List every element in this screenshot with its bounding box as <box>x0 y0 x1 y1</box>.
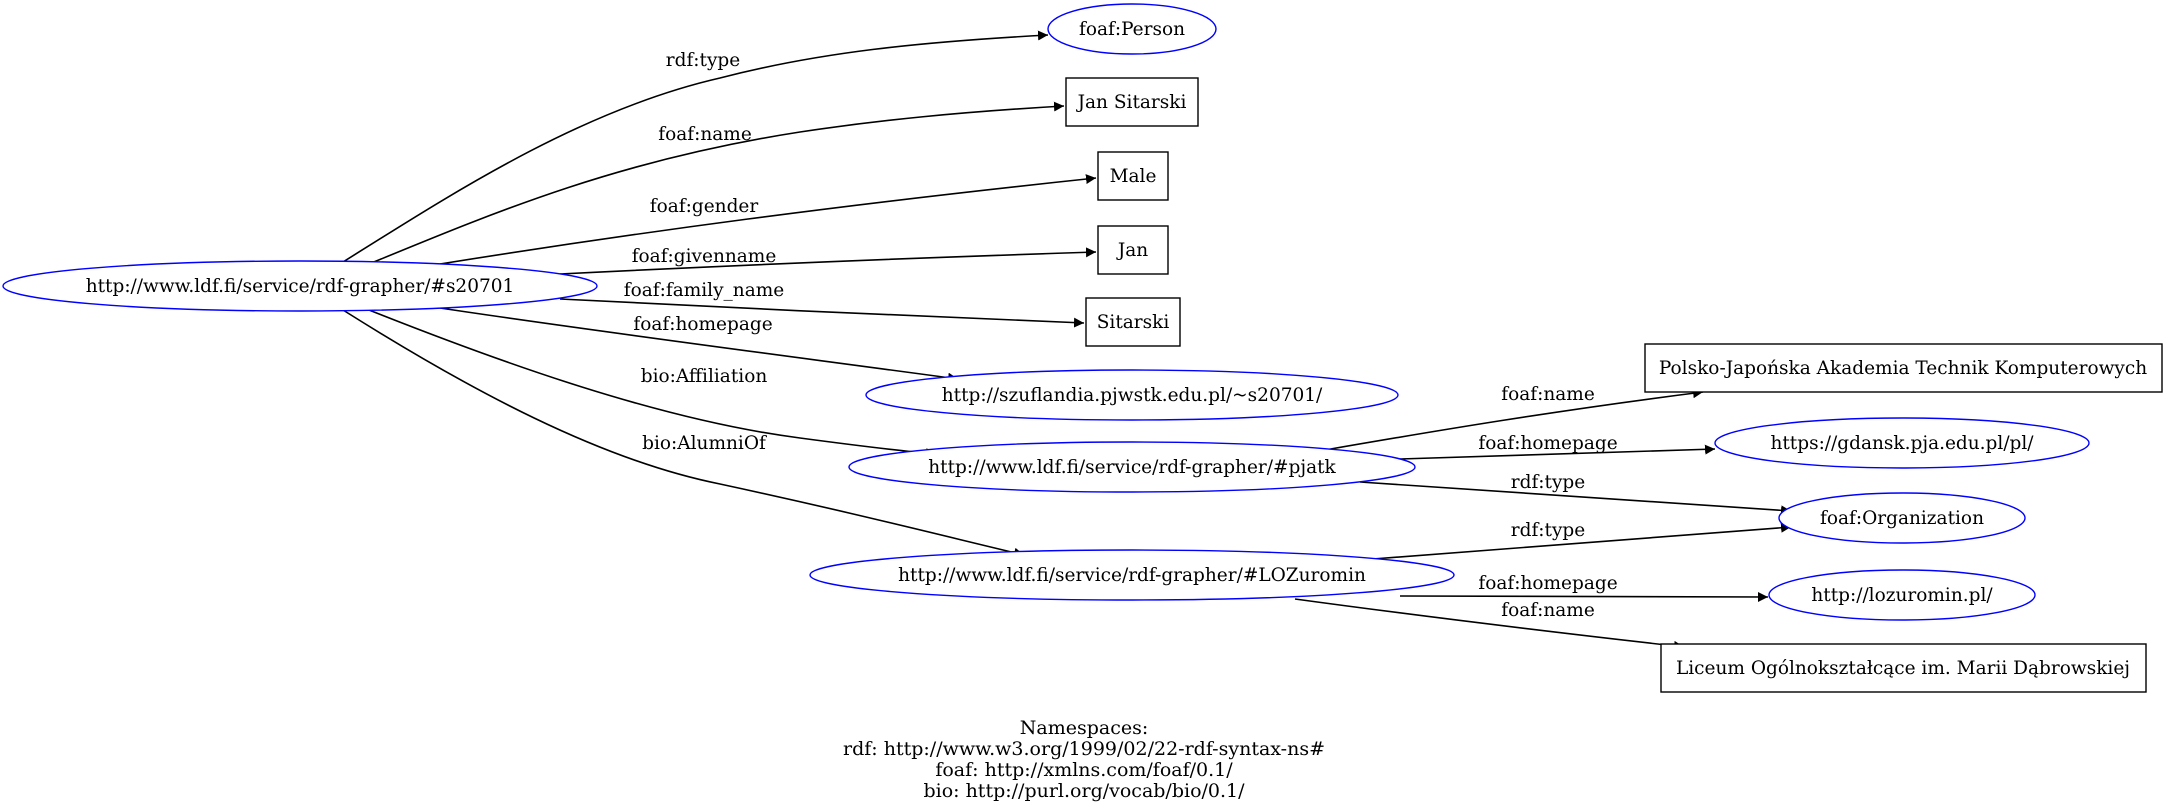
edge-lozuromin-name: foaf:name <box>1294 598 1685 651</box>
edge-label-pjatk-type: rdf:type <box>1511 472 1585 493</box>
node-szuflandia-homepage[interactable]: http://szuflandia.pjwstk.edu.pl/~s20701/ <box>865 369 1399 421</box>
svg-text:foaf:Person: foaf:Person <box>1079 19 1185 40</box>
edge-label-rdf-type: rdf:type <box>666 50 740 71</box>
node-s20701[interactable]: http://www.ldf.fi/service/rdf-grapher/#s… <box>2 260 598 312</box>
svg-text:Jan Sitarski: Jan Sitarski <box>1076 92 1187 113</box>
edge-pjatk-name: foaf:name <box>1324 384 1704 451</box>
svg-text:Male: Male <box>1110 166 1157 187</box>
node-pja-homepage[interactable]: https://gdansk.pja.edu.pl/pl/ <box>1714 417 2090 469</box>
edge-label-lozuromin-type: rdf:type <box>1511 520 1585 541</box>
svg-text:http://www.ldf.fi/service/rdf-: http://www.ldf.fi/service/rdf-grapher/#s… <box>86 276 515 297</box>
node-literal-liceum-name[interactable]: Liceum Ogólnokształcące im. Marii Dąbrow… <box>1660 643 2147 693</box>
edge-s20701-family-name: foaf:family_name <box>559 280 1085 328</box>
edge-label-foaf-homepage: foaf:homepage <box>633 314 772 335</box>
namespace-rdf: rdf: http://www.w3.org/1999/02/22-rdf-sy… <box>843 738 1325 760</box>
node-literal-pjatk-name[interactable]: Polsko-Japońska Akademia Technik Kompute… <box>1644 343 2163 393</box>
edge-label-foaf-gender: foaf:gender <box>650 196 759 217</box>
svg-text:http://www.ldf.fi/service/rdf-: http://www.ldf.fi/service/rdf-grapher/#p… <box>928 457 1336 478</box>
edge-pjatk-homepage: foaf:homepage <box>1399 433 1716 460</box>
edge-label-bio-alumniof: bio:AlumniOf <box>642 433 767 454</box>
node-literal-male[interactable]: Male <box>1097 151 1169 201</box>
edge-s20701-alumni: bio:AlumniOf <box>342 309 1025 558</box>
edge-label-foaf-family-name: foaf:family_name <box>624 280 785 301</box>
svg-text:Liceum Ogólnokształcące im. Ma: Liceum Ogólnokształcące im. Marii Dąbrow… <box>1676 658 2130 679</box>
edge-lozuromin-type: rdf:type <box>1359 520 1792 561</box>
node-lozuromin-homepage[interactable]: http://lozuromin.pl/ <box>1768 569 2036 621</box>
namespaces-heading: Namespaces: <box>1020 717 1149 739</box>
node-literal-jan[interactable]: Jan <box>1097 225 1169 275</box>
edge-label-pjatk-homepage: foaf:homepage <box>1478 433 1617 454</box>
edge-lozuromin-homepage: foaf:homepage <box>1399 573 1769 602</box>
edge-s20701-gender: foaf:gender <box>439 174 1097 265</box>
namespaces-legend: Namespaces: rdf: http://www.w3.org/1999/… <box>843 717 1325 802</box>
edge-label-lozuromin-name: foaf:name <box>1501 600 1595 621</box>
svg-text:Jan: Jan <box>1116 240 1148 261</box>
edge-s20701-type: rdf:type <box>342 30 1049 263</box>
edge-label-foaf-name: foaf:name <box>658 124 752 145</box>
node-lozuromin[interactable]: http://www.ldf.fi/service/rdf-grapher/#L… <box>809 549 1455 601</box>
node-pjatk[interactable]: http://www.ldf.fi/service/rdf-grapher/#p… <box>848 441 1416 493</box>
svg-text:http://szuflandia.pjwstk.edu.p: http://szuflandia.pjwstk.edu.pl/~s20701/ <box>942 385 1323 406</box>
namespace-foaf: foaf: http://xmlns.com/foaf/0.1/ <box>935 759 1233 781</box>
edge-label-bio-affiliation: bio:Affiliation <box>641 366 768 387</box>
edge-label-foaf-givenname: foaf:givenname <box>632 246 777 267</box>
svg-text:http://lozuromin.pl/: http://lozuromin.pl/ <box>1811 585 1993 606</box>
edge-s20701-name: foaf:name <box>368 101 1065 265</box>
edge-s20701-affiliation: bio:Affiliation <box>368 309 937 459</box>
node-foaf-person[interactable]: foaf:Person <box>1047 3 1217 55</box>
edge-s20701-homepage: foaf:homepage <box>439 307 959 383</box>
svg-text:https://gdansk.pja.edu.pl/pl/: https://gdansk.pja.edu.pl/pl/ <box>1770 433 2034 454</box>
svg-text:Sitarski: Sitarski <box>1097 312 1170 333</box>
edge-s20701-givenname: foaf:givenname <box>559 246 1097 275</box>
node-literal-sitarski[interactable]: Sitarski <box>1085 297 1181 347</box>
node-literal-jan-sitarski[interactable]: Jan Sitarski <box>1065 77 1199 127</box>
edge-pjatk-type: rdf:type <box>1359 472 1792 516</box>
edge-label-pjatk-name: foaf:name <box>1501 384 1595 405</box>
edge-label-lozuromin-homepage: foaf:homepage <box>1478 573 1617 594</box>
svg-text:Polsko-Japońska Akademia Techn: Polsko-Japońska Akademia Technik Kompute… <box>1659 358 2147 379</box>
namespace-bio: bio: http://purl.org/vocab/bio/0.1/ <box>923 780 1245 802</box>
svg-text:foaf:Organization: foaf:Organization <box>1820 508 1984 529</box>
svg-text:http://www.ldf.fi/service/rdf-: http://www.ldf.fi/service/rdf-grapher/#L… <box>898 565 1366 586</box>
node-foaf-organization[interactable]: foaf:Organization <box>1778 492 2026 544</box>
